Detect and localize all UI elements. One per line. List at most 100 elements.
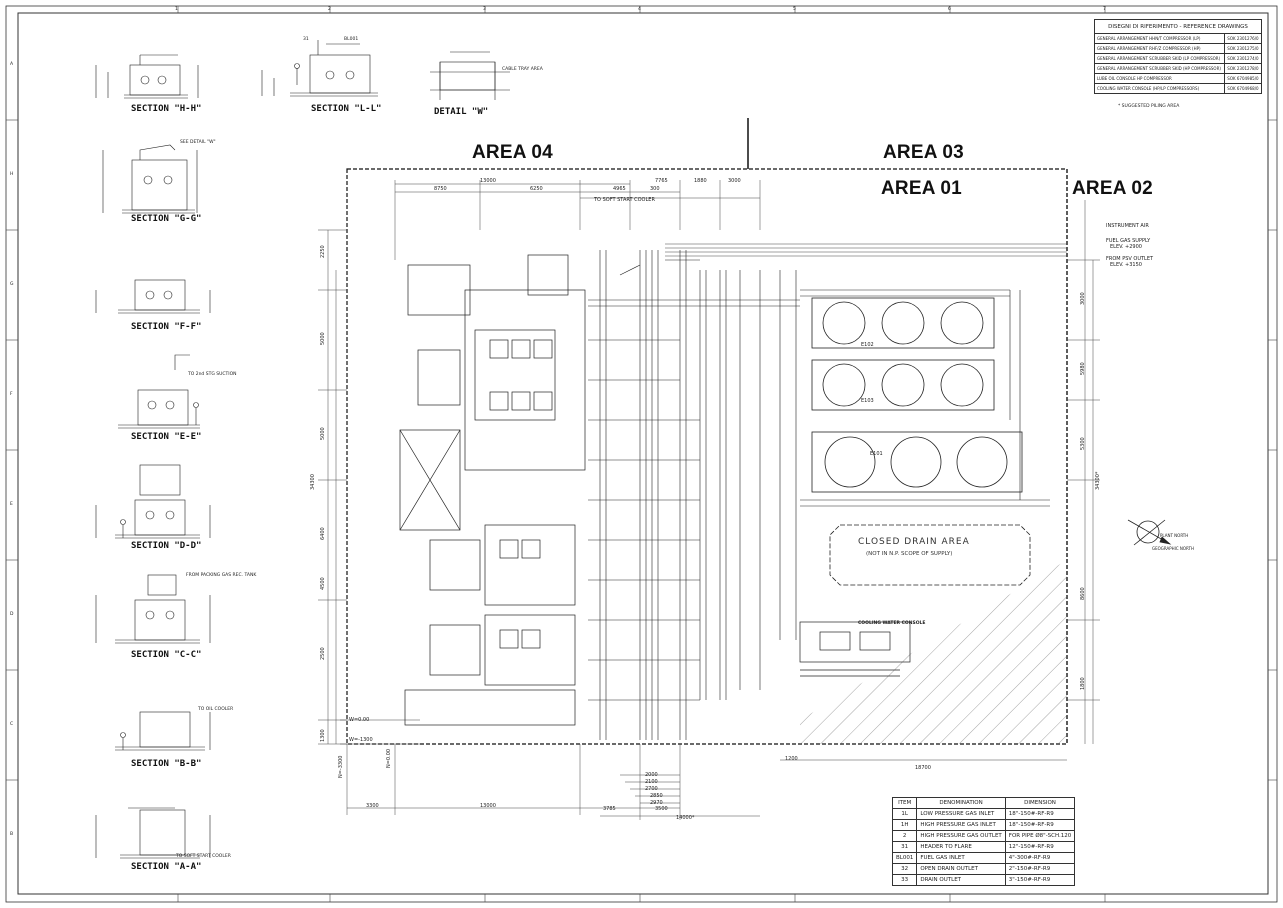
detail-w-label: DETAIL "W" xyxy=(434,107,489,117)
grid-letter: H xyxy=(10,172,14,177)
table-row: GENERAL ARRANGEMENT SCRUBBER SKID (LP CO… xyxy=(1093,53,1262,64)
grid-letter: G xyxy=(10,282,14,287)
grid-number: 6 xyxy=(948,7,951,12)
cooler-e101 xyxy=(811,431,1023,493)
area-boundaries xyxy=(346,168,1068,745)
section-hh-drawing xyxy=(95,54,199,99)
dim-top: 3000 xyxy=(728,178,741,184)
dim-bottom: 13000 xyxy=(480,803,496,809)
dim-bottom: 2700 xyxy=(645,786,658,792)
e103-tag: E103 xyxy=(861,398,874,404)
section-cc-drawing xyxy=(95,574,211,644)
reference-table-title: DISEGNI DI RIFERIMENTO - REFERENCE DRAWI… xyxy=(1094,19,1262,34)
bl001-tag: BL001 xyxy=(344,37,359,42)
header-denomination: DENOMINATION xyxy=(916,797,1006,809)
dim-right: 34300* xyxy=(1095,471,1101,490)
item-code: 32 xyxy=(891,863,918,875)
grid-letter: B xyxy=(10,832,14,837)
fuel-gas-supply-label: FUEL GAS SUPPLY xyxy=(1106,238,1151,244)
section-ff-label: SECTION "F-F" xyxy=(131,322,202,332)
dim-top: 8750 xyxy=(434,186,447,192)
section-ff-drawing xyxy=(95,279,211,314)
area-03-label: AREA 03 xyxy=(883,142,964,163)
item-code: 1H xyxy=(891,819,918,831)
closed-drain-subtitle: (NOT IN N.P. SCOPE OF SUPPLY) xyxy=(866,551,953,557)
section-cc-label: SECTION "C-C" xyxy=(131,650,202,660)
cooler-e103 xyxy=(811,359,995,411)
geographic-north-label: GEOGRAPHIC NORTH xyxy=(1152,546,1194,551)
see-detail-w-note: SEE DETAIL "W" xyxy=(180,140,216,145)
section-ee-label: SECTION "E-E" xyxy=(131,432,202,442)
dim-top: 6250 xyxy=(530,186,543,192)
table-row: GENERAL ARRANGEMENT RHF/Z COMPRESSOR (HP… xyxy=(1093,43,1262,54)
item-denomination: OPEN DRAIN OUTLET xyxy=(916,863,1006,875)
grid-letter: F xyxy=(10,392,13,397)
header-item: ITEM xyxy=(891,797,918,809)
item-dimension: 12"-150#-RF-R9 xyxy=(1004,841,1076,853)
e102-tag: E102 xyxy=(861,342,874,348)
item-code: 31 xyxy=(891,841,918,853)
table-row: GENERAL ARRANGEMENT SCRUBBER SKID (HP CO… xyxy=(1093,63,1262,74)
dim-top: 7765 xyxy=(655,178,668,184)
item-dimension: 4"-300#-RF-R9 xyxy=(1004,852,1076,864)
piling-note: * SUGGESTED PILING AREA xyxy=(1118,104,1180,109)
header-dimension: DIMENSION xyxy=(1004,797,1076,809)
item-dimension: 2"-150#-RF-R9 xyxy=(1004,863,1076,875)
section-ll-label: SECTION "L-L" xyxy=(311,104,382,114)
table-row: COOLING WATER CONSOLE (HP/LP COMPRESSORS… xyxy=(1093,83,1262,94)
item-code: 2 xyxy=(891,830,918,842)
ref-desc: LUBE OIL CONSOLE HP COMPRESSOR xyxy=(1093,73,1226,84)
from-psv-elev-label: ELEV. +3150 xyxy=(1110,262,1142,268)
ref-code: SOK 6704985/0 xyxy=(1224,73,1262,84)
section-dd-label: SECTION "D-D" xyxy=(131,541,202,551)
dim-right: 5980 xyxy=(1080,362,1086,375)
item-denomination: FUEL GAS INLET xyxy=(916,852,1006,864)
instrument-air-label: INSTRUMENT AIR xyxy=(1106,223,1149,229)
area-02-label: AREA 02 xyxy=(1072,178,1153,199)
ref-desc: COOLING WATER CONSOLE (HP/LP COMPRESSORS… xyxy=(1093,83,1226,94)
item-31-tag: 31 xyxy=(303,37,309,42)
e101-tag: E101 xyxy=(870,451,883,457)
item-denomination: LOW PRESSURE GAS INLET xyxy=(916,808,1006,820)
grid-letter: E xyxy=(10,502,13,507)
table-header-row: ITEM DENOMINATION DIMENSION xyxy=(891,797,1076,809)
reference-drawings-table: DISEGNI DI RIFERIMENTO - REFERENCE DRAWI… xyxy=(1093,19,1262,94)
section-ll-drawing xyxy=(261,40,378,97)
left-dimensions xyxy=(318,229,420,745)
ref-desc: GENERAL ARRANGEMENT SCRUBBER SKID (LP CO… xyxy=(1093,53,1226,64)
item-denomination: HIGH PRESSURE GAS OUTLET xyxy=(916,830,1006,842)
grid-number: 4 xyxy=(638,7,641,12)
item-code: 33 xyxy=(891,874,918,886)
pipe-rack xyxy=(588,250,1050,740)
detail-w-drawing xyxy=(430,51,510,100)
section-dd-drawing xyxy=(95,464,211,539)
grid-number: 2 xyxy=(328,7,331,12)
dim-left: 34300 xyxy=(310,474,316,490)
grid-letter: C xyxy=(10,722,14,727)
dim-top: 1880 xyxy=(694,178,707,184)
dim-left: 2500 xyxy=(320,647,326,660)
to-soft-start-note: TO SOFT START COOLER xyxy=(176,854,231,859)
right-dimensions xyxy=(1067,200,1100,744)
sheet-frame xyxy=(5,5,1278,903)
dim-left: 5000 xyxy=(320,427,326,440)
compass-rose xyxy=(1127,519,1172,546)
from-psv-label: FROM PSV OUTLET xyxy=(1106,256,1154,262)
item-denomination: HEADER TO FLARE xyxy=(916,841,1006,853)
dim-right: 1800 xyxy=(1080,677,1086,690)
section-gg-drawing xyxy=(102,144,198,214)
dim-left: 5000 xyxy=(320,332,326,345)
bottom-dimensions xyxy=(346,744,1067,820)
ref-desc: GENERAL ARRANGEMENT HHN/T COMPRESSOR (LP… xyxy=(1093,33,1226,44)
n000-label: N=0.00 xyxy=(386,748,392,768)
cooling-water-console xyxy=(799,621,911,677)
item-dimension: 18"-150#-RF-R9 xyxy=(1004,808,1076,820)
